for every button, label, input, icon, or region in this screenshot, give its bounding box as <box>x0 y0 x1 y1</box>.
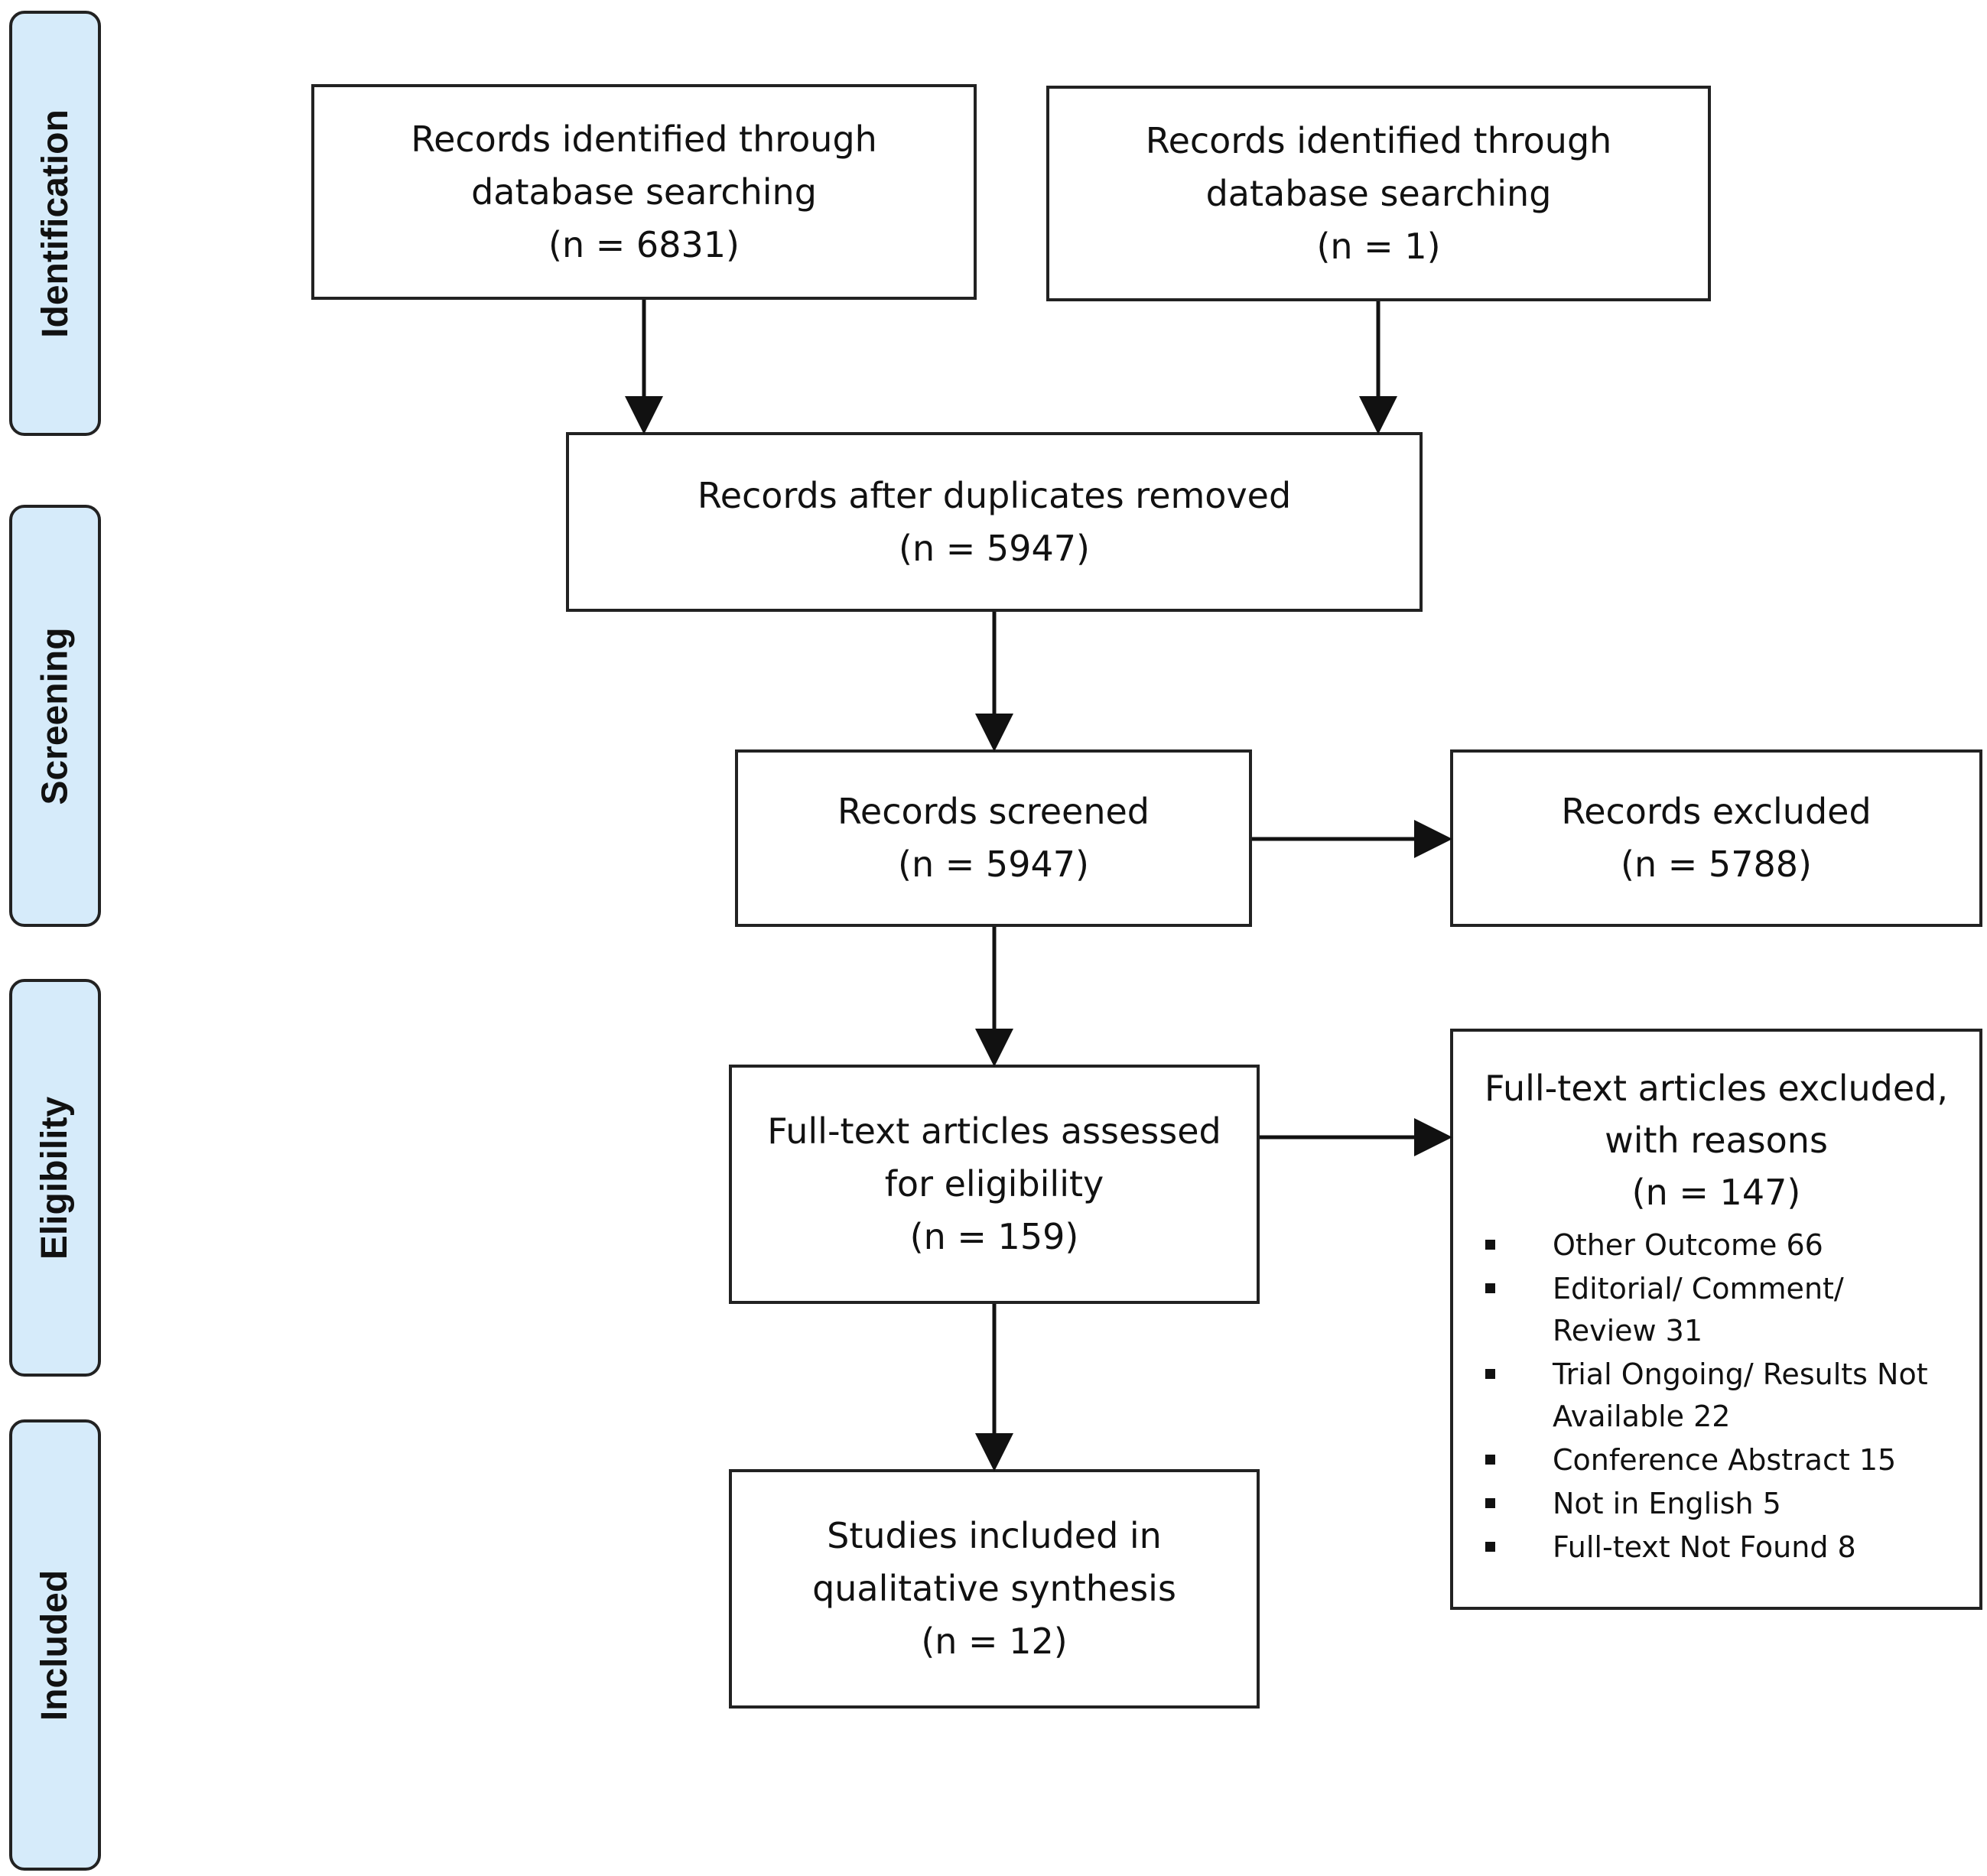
exclusion-reason: Editorial/ Comment/ Review 31 <box>1453 1268 1979 1352</box>
box-line: qualitative synthesis <box>812 1568 1176 1609</box>
fulltext-assessed-box: Full-text articles assessed for eligibil… <box>729 1065 1260 1304</box>
reason-text: Review 31 <box>1553 1314 1703 1348</box>
fulltext-excluded-box: Full-text articles excluded, with reason… <box>1450 1029 1982 1610</box>
exclusion-reasons-list: Other Outcome 66 Editorial/ Comment/ Rev… <box>1453 1224 1979 1569</box>
box-line: for eligibility <box>884 1163 1104 1205</box>
stage-screening: Screening <box>9 505 101 927</box>
box-count: (n = 1) <box>1316 225 1441 267</box>
box-line: Records identified through <box>1145 119 1612 161</box>
reason-text: Trial Ongoing/ Results Not <box>1553 1357 1928 1391</box>
box-line: with reasons <box>1605 1120 1828 1161</box>
exclusion-reason: Not in English 5 <box>1453 1483 1979 1525</box>
stage-included: Included <box>9 1419 101 1871</box>
records-other-source-box: Records identified through database sear… <box>1046 86 1711 301</box>
box-line: database searching <box>471 171 817 213</box>
square-bullet-icon <box>1485 1542 1495 1552</box>
reason-text: Full-text Not Found 8 <box>1553 1530 1856 1564</box>
stage-identification: Identification <box>9 11 101 436</box>
box-count: (n = 6831) <box>548 223 740 265</box>
box-line: Records identified through <box>411 118 877 160</box>
box-line: Full-text articles assessed <box>767 1110 1221 1152</box>
square-bullet-icon <box>1485 1240 1495 1250</box>
square-bullet-icon <box>1485 1455 1495 1465</box>
studies-included-box: Studies included in qualitative synthesi… <box>729 1469 1260 1709</box>
box-line: Studies included in <box>827 1515 1162 1556</box>
duplicates-removed-box: Records after duplicates removed (n = 59… <box>566 432 1423 612</box>
records-excluded-box: Records excluded (n = 5788) <box>1450 749 1982 927</box>
box-line: Records excluded <box>1561 791 1872 832</box>
box-count: (n = 147) <box>1631 1172 1801 1213</box>
box-count: (n = 159) <box>909 1216 1079 1257</box>
box-line: Full-text articles excluded, <box>1485 1068 1948 1109</box>
records-screened-box: Records screened (n = 5947) <box>735 749 1252 927</box>
reason-text: Other Outcome 66 <box>1553 1228 1823 1262</box>
stage-eligibility: Eligibility <box>9 979 101 1377</box>
box-line: Records after duplicates removed <box>697 474 1292 516</box>
exclusion-reason: Conference Abstract 15 <box>1453 1439 1979 1481</box>
square-bullet-icon <box>1485 1369 1495 1379</box>
reason-text: Not in English 5 <box>1553 1487 1781 1520</box>
box-line: Records screened <box>837 791 1150 832</box>
box-count: (n = 5947) <box>899 527 1090 569</box>
exclusion-reason: Full-text Not Found 8 <box>1453 1526 1979 1569</box>
square-bullet-icon <box>1485 1498 1495 1508</box>
box-line: database searching <box>1205 172 1552 214</box>
exclusion-reason: Other Outcome 66 <box>1453 1224 1979 1266</box>
box-count: (n = 5788) <box>1621 844 1812 885</box>
reason-text: Available 22 <box>1553 1400 1731 1433</box>
records-database-box: Records identified through database sear… <box>311 84 977 300</box>
square-bullet-icon <box>1485 1283 1495 1293</box>
exclusion-reason: Trial Ongoing/ Results Not Available 22 <box>1453 1354 1979 1438</box>
box-count: (n = 12) <box>921 1621 1068 1662</box>
reason-text: Conference Abstract 15 <box>1553 1443 1897 1477</box>
reason-text: Editorial/ Comment/ <box>1553 1272 1844 1305</box>
box-count: (n = 5947) <box>898 844 1089 885</box>
fulltext-excluded-header: Full-text articles excluded, with reason… <box>1453 1062 1979 1218</box>
